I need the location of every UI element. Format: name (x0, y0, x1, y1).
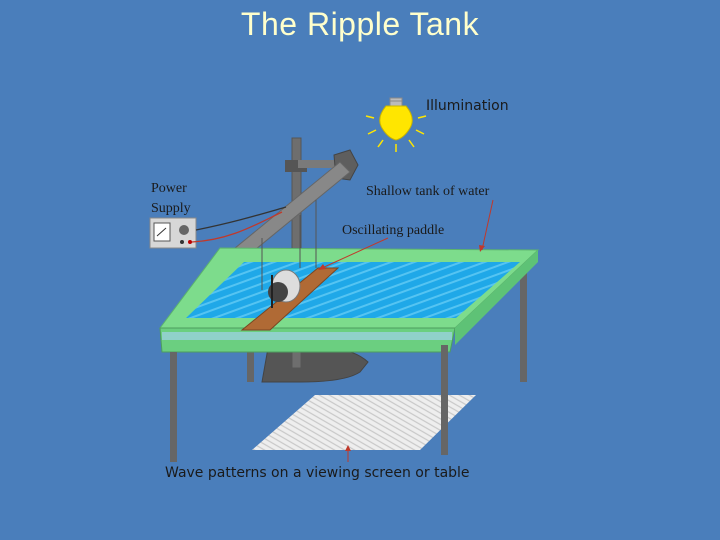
clamp-rod (298, 160, 346, 168)
label-power-supply-line1: Power (151, 181, 187, 196)
table-leg (170, 352, 177, 462)
power-supply-terminal (188, 240, 192, 244)
label-illumination: Illumination (426, 98, 509, 114)
slide-title: The Ripple Tank (240, 6, 480, 42)
label-oscillating-paddle: Oscillating paddle (342, 223, 444, 238)
power-supply-knob (179, 225, 189, 235)
pointer-arrow-paddle (321, 237, 389, 269)
label-power-supply-line2: Supply (151, 201, 191, 216)
viewing-screen (252, 395, 476, 450)
tank-glass-band (162, 332, 452, 340)
label-wave-patterns: Wave patterns on a viewing screen or tab… (165, 465, 470, 481)
label-shallow-tank: Shallow tank of water (366, 184, 490, 199)
pointer-arrow-tank (481, 199, 494, 251)
water-surface (186, 262, 520, 318)
light-bulb-icon (365, 97, 427, 152)
table-leg (441, 345, 448, 455)
stand-base (261, 347, 369, 383)
electrical-lead (195, 206, 287, 231)
tank-side-edge (455, 250, 538, 345)
power-supply-terminal (180, 240, 184, 244)
electrical-lead (191, 211, 283, 243)
table-leg (520, 270, 527, 382)
